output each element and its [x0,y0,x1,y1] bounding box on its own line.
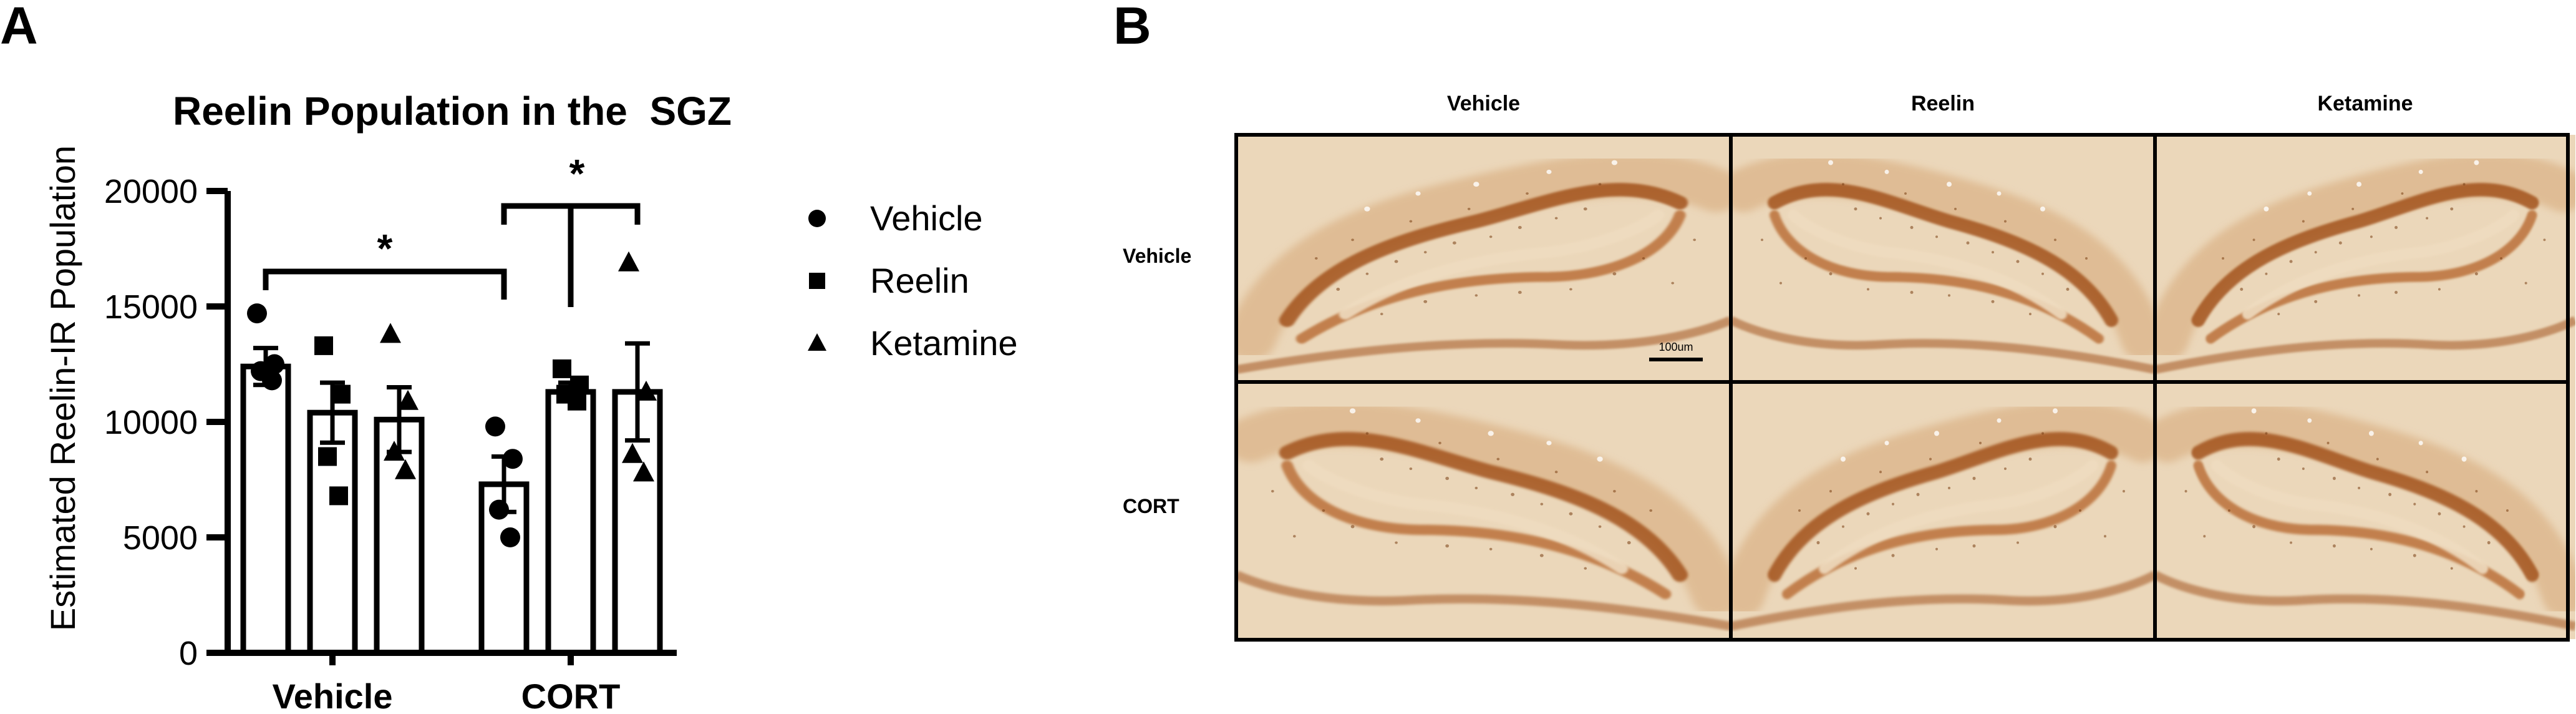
bar-vehicle-vehicle [240,363,291,656]
legend-marker-triangle [808,333,826,351]
legend-label: Vehicle [870,198,983,238]
legend-marker-square [809,273,825,289]
data-point-triangle [397,389,419,410]
micrograph-cort-vehicle [1236,382,1731,639]
data-point-square [318,447,337,466]
micrograph-column-header: Reelin [1911,92,1975,115]
error-bars [253,341,650,514]
legend-label: Reelin [870,261,969,300]
data-point-triangle [395,459,416,479]
y-tick-label: 20000 [104,173,198,210]
y-axis: 0 5000 10000 15000 20000 [104,173,231,672]
micrograph-vehicle-reelin [1731,135,2155,382]
micrograph-border [1234,133,2570,642]
x-axis: Vehicle CORT [225,650,677,714]
data-point-circle [485,416,505,437]
significance-brackets: ** [263,151,641,307]
data-point-circle [503,449,523,469]
panel-label-a: A [0,0,38,55]
scale-bar-label: 100um [1658,341,1693,353]
significance-star: * [377,226,393,271]
data-point-triangle [618,251,639,271]
data-point-triangle [622,443,643,463]
micrograph-vehicle-ketamine [2155,135,2575,382]
data-point-circle [500,527,520,547]
y-tick-label: 15000 [104,288,198,326]
y-axis-label: Estimated Reelin-IR Population [43,145,82,631]
bar-reelin-cort [545,389,596,656]
data-point-square [314,336,333,355]
bars [240,363,663,656]
data-point-triangle [633,461,654,482]
data-point-square [332,384,351,404]
x-tick-label: CORT [521,677,621,714]
panel-label-b: B [1113,0,1151,55]
micrograph-column-header: Vehicle [1447,92,1520,115]
data-point-triangle [636,380,657,401]
micrograph-column-header: Ketamine [2317,92,2413,115]
data-point-triangle [380,323,401,343]
significance-bracket [263,268,507,300]
data-point-square [553,359,571,378]
micrograph-cort-reelin [1731,382,2155,639]
legend-marker-circle [808,210,826,227]
micrograph-row-label: CORT [1123,495,1179,517]
y-tick-label: 5000 [123,519,198,557]
x-tick-label: Vehicle [272,677,392,714]
y-tick-label: 10000 [104,404,198,441]
data-point-circle [247,303,267,324]
chart-title: Reelin Population in the SGZ [173,89,732,134]
micrograph-vehicle-vehicle [1236,135,1731,382]
significance-star: * [569,151,585,196]
micrograph-row-label: Vehicle [1123,245,1191,267]
micrograph-cort-ketamine [2155,382,2575,639]
legend-label: Ketamine [870,323,1018,363]
y-tick-label: 0 [179,635,198,672]
data-point-square [329,486,348,506]
